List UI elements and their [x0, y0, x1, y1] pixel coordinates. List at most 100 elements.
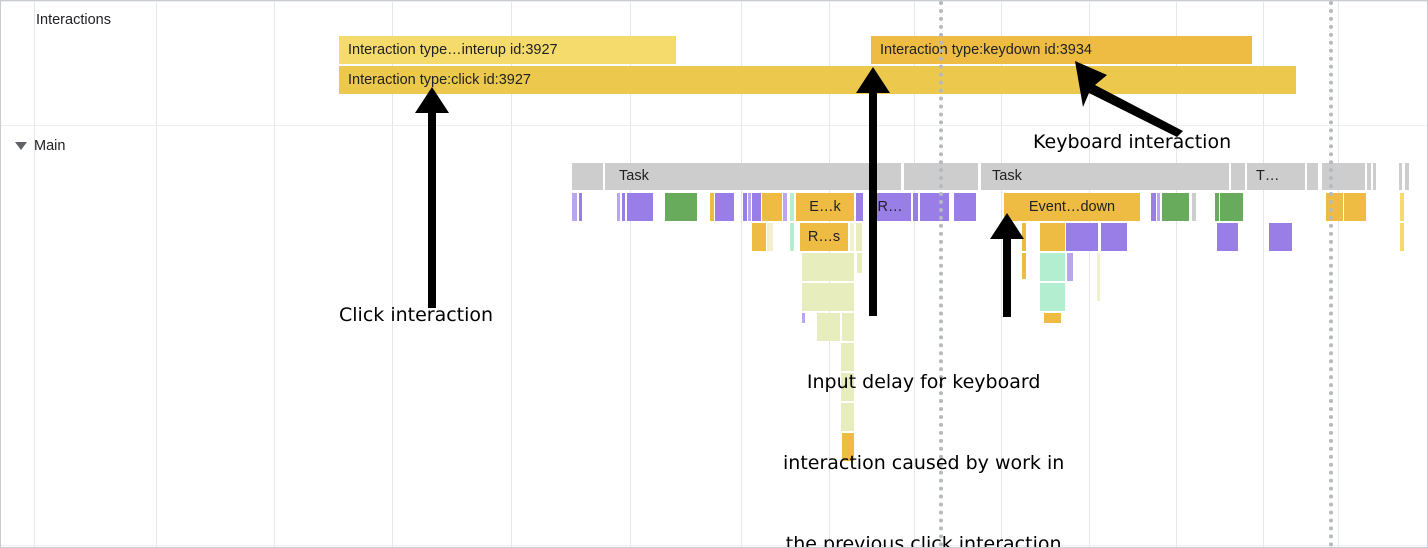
flame-block[interactable] [920, 193, 949, 221]
flame-block[interactable] [841, 343, 854, 371]
flame-block[interactable] [857, 253, 862, 273]
flame-block[interactable] [1162, 193, 1189, 221]
flame-block[interactable] [1022, 253, 1026, 279]
task-row-segment[interactable] [1405, 163, 1409, 190]
gridline [1176, 1, 1177, 547]
flame-block[interactable] [1022, 223, 1026, 251]
gridline [1338, 1, 1339, 547]
flame-block[interactable] [802, 283, 854, 311]
task-row-segment[interactable] [1373, 163, 1376, 190]
triangle-down-icon[interactable] [15, 142, 27, 150]
flame-block[interactable] [748, 193, 751, 221]
task-row-segment[interactable] [1231, 163, 1245, 190]
flame-block[interactable] [1344, 193, 1366, 221]
flame-block[interactable] [1220, 193, 1243, 221]
track-label-interactions[interactable]: Interactions [36, 12, 111, 28]
task-row-segment[interactable] [1367, 163, 1371, 190]
flame-block[interactable] [913, 193, 918, 221]
flame-block[interactable] [1066, 223, 1098, 251]
gridline [630, 1, 631, 547]
flame-block[interactable] [1097, 253, 1100, 301]
track-label-main[interactable]: Main [34, 138, 66, 154]
flame-block[interactable] [841, 403, 854, 431]
flame-block[interactable] [1269, 223, 1292, 251]
annotation-input-delay-line-1: Input delay for keyboard [806, 371, 1041, 393]
flame-block[interactable] [617, 193, 620, 221]
flame-block[interactable] [1101, 223, 1127, 251]
task-row-segment[interactable] [1399, 163, 1402, 190]
flame-block[interactable] [842, 313, 854, 341]
gridline [1263, 1, 1264, 547]
flame-block[interactable] [850, 223, 854, 251]
flame-block[interactable] [783, 193, 787, 221]
flame-block[interactable] [622, 193, 625, 221]
flame-block[interactable] [790, 223, 794, 251]
annotation-keyboard-interaction: Keyboard interaction [1033, 131, 1232, 153]
interaction-bar-keydown[interactable]: Interaction type:keydown id:3934 [871, 36, 1252, 64]
flame-block[interactable] [856, 193, 863, 221]
flame-block[interactable] [762, 193, 782, 221]
flame-block[interactable] [715, 193, 734, 221]
flame-block[interactable] [710, 193, 714, 221]
flame-block[interactable] [1215, 193, 1219, 221]
gridline [741, 1, 742, 547]
gridline [34, 1, 35, 547]
flame-block[interactable] [665, 193, 697, 221]
flame-block[interactable] [579, 193, 582, 221]
flame-block[interactable] [627, 193, 653, 221]
task-bar-1[interactable]: Task [605, 163, 875, 190]
panel-bottom-border [1, 545, 1427, 546]
gridline [511, 1, 512, 547]
track-divider [1, 1, 1427, 2]
flame-block[interactable] [767, 223, 773, 251]
flame-block[interactable] [856, 223, 862, 251]
interaction-bar-pointer[interactable]: Interaction type…interup id:3927 [339, 36, 676, 64]
event-block-e-k[interactable]: E…k [796, 193, 854, 221]
flame-block[interactable] [1040, 223, 1065, 251]
task-row-segment[interactable] [572, 163, 603, 190]
interaction-bar-click[interactable]: Interaction type:click id:3927 [339, 66, 1296, 94]
flame-block[interactable] [1157, 193, 1160, 221]
event-block-event-keydown[interactable]: Event…down [1004, 193, 1140, 221]
flame-block[interactable] [842, 433, 854, 461]
timing-marker-line [1329, 1, 1333, 547]
annotation-arrow-input-delay-right [990, 213, 1024, 317]
task-bar-2[interactable]: Task [981, 163, 1229, 190]
flame-block[interactable] [752, 223, 766, 251]
task-bar-3[interactable]: T… [1247, 163, 1305, 190]
flame-block[interactable] [743, 193, 747, 221]
annotation-input-delay-line-3: the previous click interaction [785, 533, 1062, 548]
annotation-arrow-click [415, 87, 449, 308]
task-row-segment[interactable] [877, 163, 901, 190]
flame-block[interactable] [1192, 193, 1196, 221]
flame-block[interactable] [802, 253, 854, 281]
annotation-input-delay: Input delay for keyboard interaction cau… [783, 315, 1065, 548]
flame-block[interactable] [841, 373, 854, 401]
gridline [392, 1, 393, 547]
annotation-arrow-input-delay-left [856, 67, 890, 316]
event-block-r-s[interactable]: R…s [800, 223, 848, 251]
flame-block[interactable] [1040, 283, 1065, 311]
flame-block[interactable] [572, 193, 577, 221]
flame-block[interactable] [817, 313, 840, 341]
annotation-input-delay-line-2: interaction caused by work in [783, 452, 1065, 474]
annotation-arrow-keyboard [1075, 61, 1183, 137]
flame-block[interactable] [752, 193, 761, 221]
flame-block[interactable] [954, 193, 976, 221]
flame-block[interactable] [1040, 253, 1065, 281]
gridline [1089, 1, 1090, 547]
flame-block[interactable] [1217, 223, 1238, 251]
flame-block[interactable] [1067, 253, 1073, 281]
task-row-segment[interactable] [1307, 163, 1318, 190]
gridline [274, 1, 275, 547]
timing-marker-line [939, 1, 943, 547]
flame-block[interactable] [790, 193, 794, 221]
flame-block[interactable] [1400, 223, 1404, 251]
annotation-click-interaction: Click interaction [339, 304, 494, 326]
gridline [1001, 1, 1002, 547]
flame-block[interactable] [1400, 193, 1404, 221]
flame-block[interactable] [1151, 193, 1156, 221]
flame-block[interactable] [1044, 313, 1061, 323]
flame-block[interactable] [802, 313, 805, 323]
